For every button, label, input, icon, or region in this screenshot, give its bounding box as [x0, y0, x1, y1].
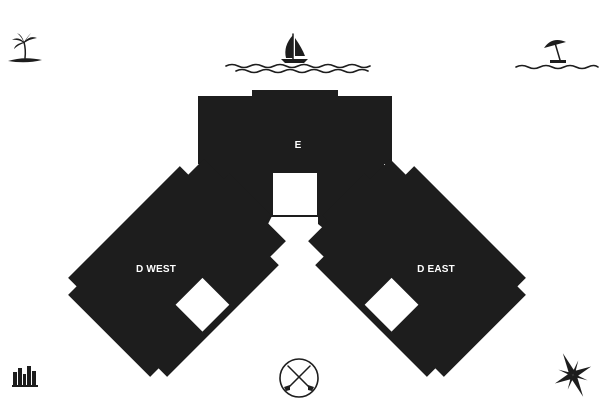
building-e-label: E [295, 140, 302, 151]
palm-tree-island-icon [8, 33, 42, 63]
compass-rose-icon [554, 353, 592, 397]
city-skyline-icon [12, 366, 38, 387]
golf-clubs-icon [279, 358, 319, 398]
sailboat-icon [225, 33, 371, 74]
building-d-east-courtyard [361, 275, 422, 335]
building-d-east[interactable]: D EAST [294, 145, 534, 385]
building-d-west-label: D WEST [136, 264, 176, 275]
building-e-courtyard [271, 171, 319, 217]
building-d-west-courtyard [172, 275, 233, 335]
building-d-east-label: D EAST [417, 264, 455, 275]
building-d-west[interactable]: D WEST [60, 145, 300, 385]
beach-umbrella-icon [515, 40, 599, 70]
